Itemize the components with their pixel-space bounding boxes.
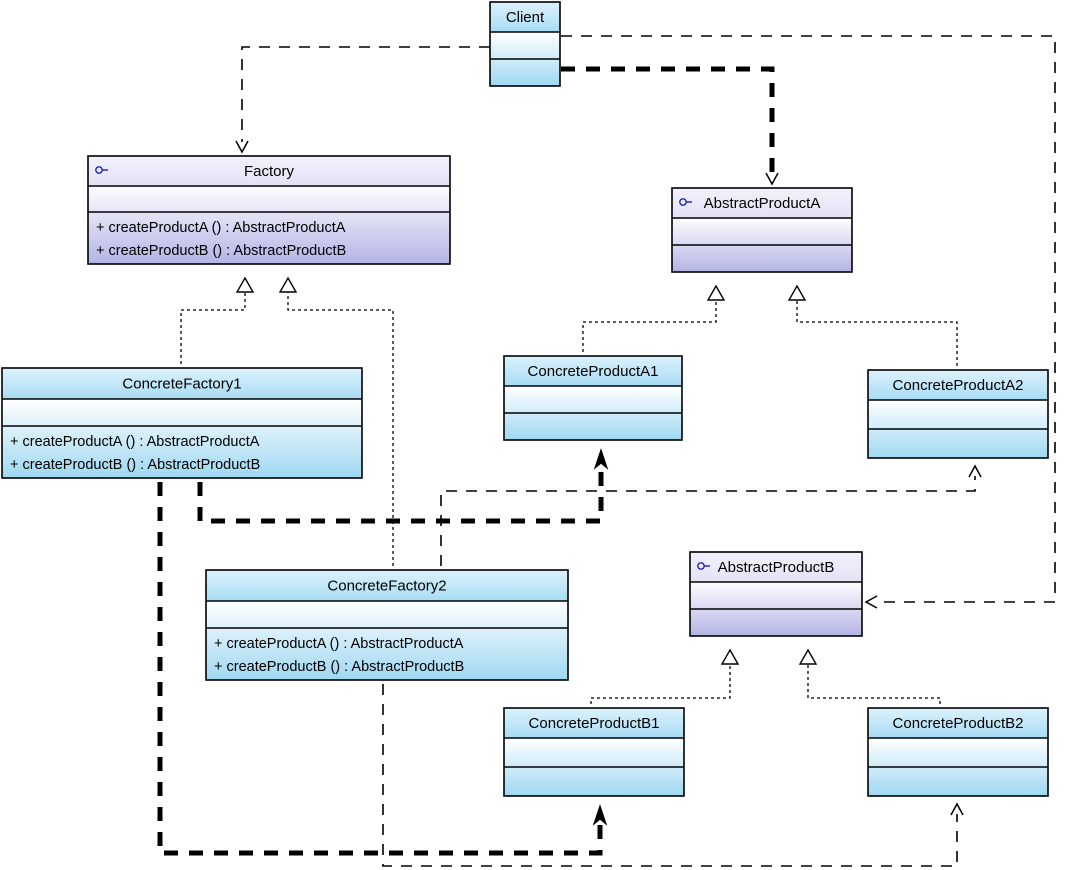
edge-line [561, 35, 1056, 603]
edge-concreteProductA2-realizes-abstractProductA[interactable] [787, 284, 958, 366]
edge-line [590, 663, 731, 704]
solid-arrow-head [593, 448, 609, 470]
class-node-factory[interactable]: Factory + createProductA () : AbstractPro… [87, 155, 451, 265]
realization-triangle-head [798, 648, 818, 665]
edge-concreteProductB1-realizes-abstractProductB[interactable] [590, 648, 740, 704]
edge-concreteFactory1-creates-concreteProductB1[interactable] [157, 482, 608, 856]
node-name-label: AbstractProductB [718, 559, 835, 576]
realization-triangle-head [235, 276, 255, 293]
open-arrow-head [864, 595, 878, 609]
node-outline [867, 707, 1049, 797]
edge-line [796, 299, 958, 366]
edge-line [440, 476, 976, 566]
node-outline [205, 569, 569, 681]
node-outline [87, 155, 451, 265]
edge-line [382, 684, 958, 867]
node-name-compartment [672, 188, 852, 218]
node-name-label: ConcreteProductA2 [893, 377, 1024, 394]
node-name-compartment [88, 156, 450, 186]
node-name-label: ConcreteProductA1 [528, 363, 659, 380]
node-name-label: ConcreteProductB1 [529, 715, 660, 732]
node-outline [503, 355, 683, 441]
node-body-fill [2, 399, 362, 478]
class-node-client[interactable]: Client [489, 1, 561, 87]
class-node-abstractProductB[interactable]: AbstractProductB [689, 551, 863, 637]
node-name-compartment [868, 370, 1048, 400]
node-outline [489, 1, 561, 87]
node-name-label: Client [506, 9, 545, 26]
node-name-label: ConcreteFactory1 [122, 375, 241, 392]
node-outline [503, 707, 685, 797]
node-operation-label: + createProductB () : AbstractProductB [96, 243, 346, 259]
node-name-compartment [490, 2, 560, 32]
node-operation-label: + createProductA () : AbstractProductA [214, 636, 464, 652]
node-name-label: Factory [244, 163, 295, 180]
edge-client-uses-abstractProductB[interactable] [561, 35, 1056, 609]
node-name-compartment [868, 708, 1048, 738]
edge-line [807, 663, 941, 704]
open-arrow-head [765, 172, 779, 186]
edge-line [241, 46, 490, 142]
realization-triangle-head [706, 284, 726, 301]
solid-arrow-head [592, 804, 608, 826]
node-operation-label: + createProductA () : AbstractProductA [10, 434, 260, 450]
edge-client-uses-abstractProductA[interactable] [561, 66, 779, 186]
node-body-fill [88, 186, 450, 264]
open-arrow-head [968, 464, 982, 478]
node-outline [689, 551, 863, 637]
edge-line [157, 482, 603, 856]
edge-line [180, 291, 246, 364]
edge-concreteFactory1-realizes-factory[interactable] [180, 276, 255, 364]
edge-line [287, 291, 394, 566]
node-operation-label: + createProductA () : AbstractProductA [96, 220, 346, 236]
edge-concreteFactory2-realizes-factory[interactable] [278, 276, 394, 566]
node-body-fill [206, 601, 568, 680]
node-name-label: ConcreteProductB2 [893, 715, 1024, 732]
node-operation-label: + createProductB () : AbstractProductB [214, 659, 464, 675]
node-operation-label: + createProductB () : AbstractProductB [10, 457, 260, 473]
interface-lollipop-icon [95, 166, 108, 174]
class-node-concreteProductA2[interactable]: ConcreteProductA2 [867, 369, 1049, 459]
node-outline [1, 367, 363, 479]
open-arrow-head [235, 140, 249, 154]
class-node-concreteProductB1[interactable]: ConcreteProductB1 [503, 707, 685, 797]
realization-triangle-head [278, 276, 298, 293]
class-node-concreteProductB2[interactable]: ConcreteProductB2 [867, 707, 1049, 797]
class-node-concreteFactory1[interactable]: ConcreteFactory1 + createProductA () : Ab… [1, 367, 363, 479]
node-name-compartment [2, 368, 362, 399]
node-name-compartment [690, 552, 862, 582]
interface-lollipop-icon [679, 198, 692, 206]
edge-concreteFactory2-creates-concreteProductA2[interactable] [440, 464, 982, 566]
edges-layer [157, 35, 1056, 867]
interface-lollipop-icon [697, 562, 710, 570]
class-node-concreteFactory2[interactable]: ConcreteFactory2 + createProductA () : Ab… [205, 569, 569, 681]
node-name-label: AbstractProductA [704, 195, 821, 212]
node-name-compartment [206, 570, 568, 601]
realization-triangle-head [720, 648, 740, 665]
realization-triangle-head [787, 284, 807, 301]
edge-concreteProductA1-realizes-abstractProductA[interactable] [582, 284, 726, 352]
node-name-compartment [504, 708, 684, 738]
edge-line [561, 66, 775, 174]
open-arrow-head [950, 802, 964, 816]
node-outline [671, 187, 853, 273]
node-name-compartment [504, 356, 682, 386]
node-outline [867, 369, 1049, 459]
edge-concreteFactory2-creates-concreteProductB2[interactable] [382, 684, 964, 867]
edge-concreteProductB2-realizes-abstractProductB[interactable] [798, 648, 941, 704]
node-name-label: ConcreteFactory2 [327, 577, 446, 594]
edge-line [582, 299, 717, 352]
class-node-concreteProductA1[interactable]: ConcreteProductA1 [503, 355, 683, 441]
class-node-abstractProductA[interactable]: AbstractProductA [671, 187, 853, 273]
edge-client-uses-factory[interactable] [235, 46, 490, 154]
edge-concreteFactory1-creates-concreteProductA1[interactable] [197, 448, 609, 524]
